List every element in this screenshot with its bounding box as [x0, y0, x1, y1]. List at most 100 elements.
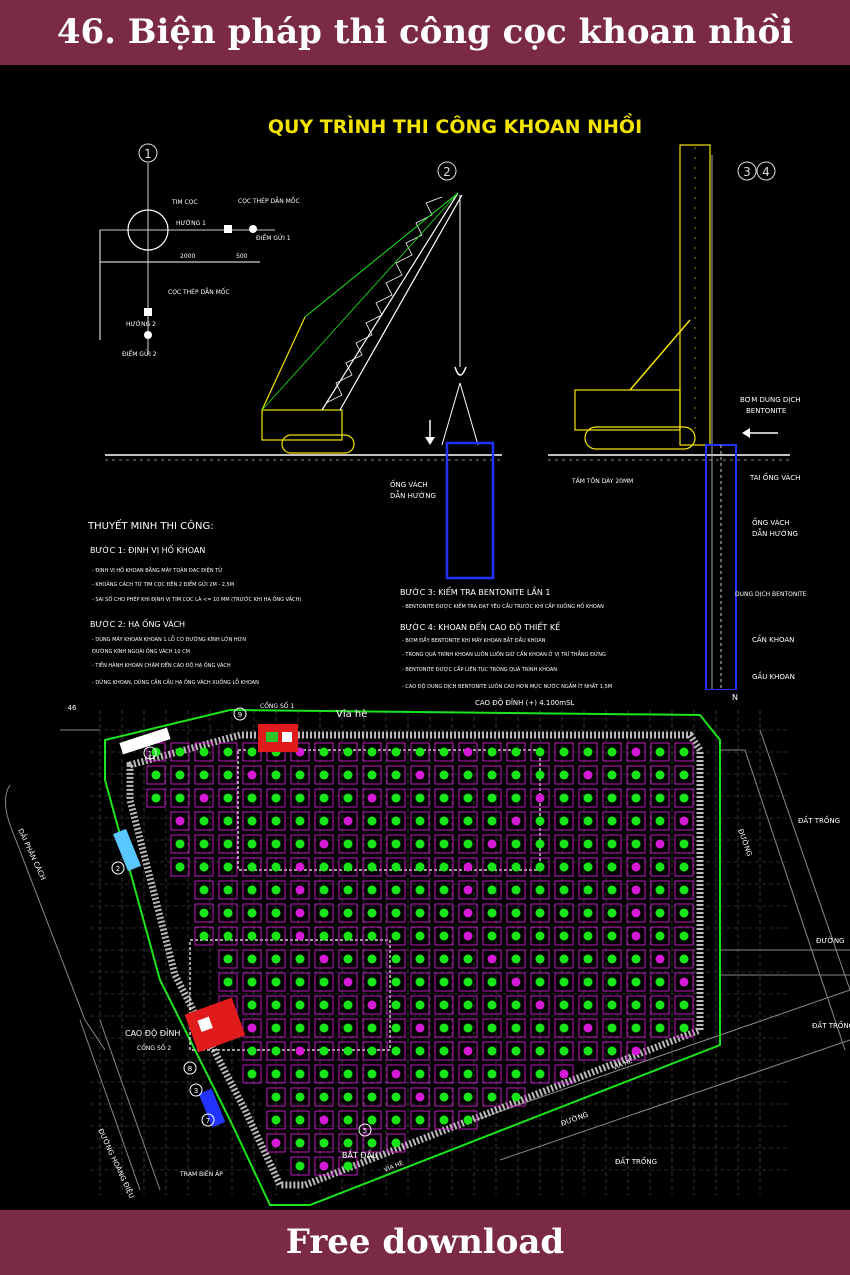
- pile: [362, 765, 382, 785]
- pile: [290, 995, 310, 1015]
- pile: [626, 834, 646, 854]
- site-boundary: [104, 708, 721, 1206]
- svg-text:BƯỚC 3: KIỂM TRA BENTONITE LẦN: BƯỚC 3: KIỂM TRA BENTONITE LẦN 1: [400, 585, 550, 597]
- pile: [554, 949, 574, 969]
- site-plan-panel: 1 2 3 5 7 8 9 46 Vỉa hè CỔNG SỐ 1 CAO ĐỘ…: [0, 690, 850, 1210]
- pile: [626, 811, 646, 831]
- pile: [482, 857, 502, 877]
- pile: [386, 995, 406, 1015]
- pile: [410, 926, 430, 946]
- pile: [170, 811, 190, 831]
- pile: [674, 765, 694, 785]
- pile: [242, 811, 262, 831]
- site-plan-svg: 1 2 3 5 7 8 9 46 Vỉa hè CỔNG SỐ 1 CAO ĐỘ…: [5, 693, 850, 1206]
- pile: [242, 995, 262, 1015]
- svg-text:3: 3: [743, 165, 751, 179]
- pile: [482, 742, 502, 762]
- pile: [362, 1087, 382, 1107]
- svg-text:46: 46: [68, 704, 77, 712]
- pile: [506, 1064, 526, 1084]
- pile: [218, 857, 238, 877]
- svg-text:BƯỚC 1: ĐỊNH VỊ HỐ KHOAN: BƯỚC 1: ĐỊNH VỊ HỐ KHOAN: [90, 543, 205, 556]
- pile: [242, 765, 262, 785]
- svg-text:BƯỚC 4: KHOAN ĐẾN CAO ĐỘ THIẾT: BƯỚC 4: KHOAN ĐẾN CAO ĐỘ THIẾT KẾ: [400, 621, 561, 632]
- pile: [530, 949, 550, 969]
- pile: [530, 742, 550, 762]
- pile: [338, 788, 358, 808]
- pile: [554, 1064, 574, 1084]
- pile: [410, 1041, 430, 1061]
- pile: [386, 1133, 406, 1153]
- svg-text:- KHOẢNG CÁCH TỪ TIM CỌC ĐẾN 2: - KHOẢNG CÁCH TỪ TIM CỌC ĐẾN 2 ĐIỂM GỬI …: [92, 580, 234, 588]
- pile: [290, 880, 310, 900]
- svg-text:CỔNG SỐ 2: CỔNG SỐ 2: [137, 1044, 171, 1052]
- pile: [338, 1110, 358, 1130]
- pile: [386, 1041, 406, 1061]
- pile: [314, 857, 334, 877]
- pile: [602, 857, 622, 877]
- svg-text:GẦU KHOAN: GẦU KHOAN: [752, 671, 795, 681]
- pile: [194, 811, 214, 831]
- pile: [530, 903, 550, 923]
- pile: [266, 1018, 286, 1038]
- svg-text:DẪN HƯỚNG: DẪN HƯỚNG: [752, 528, 798, 538]
- pile: [410, 765, 430, 785]
- pile: [314, 1064, 334, 1084]
- pile: [362, 742, 382, 762]
- svg-text:Vỉa hè: Vỉa hè: [336, 708, 367, 720]
- pile: [530, 1041, 550, 1061]
- pile: [554, 788, 574, 808]
- free-download-button[interactable]: Free download: [0, 1210, 850, 1275]
- drilling-rig: [574, 144, 778, 691]
- pile: [386, 972, 406, 992]
- pile: [290, 972, 310, 992]
- pile: [650, 834, 670, 854]
- pile: [674, 742, 694, 762]
- pile: [434, 995, 454, 1015]
- svg-text:1: 1: [144, 147, 152, 161]
- pile: [458, 834, 478, 854]
- pile: [338, 811, 358, 831]
- pile: [482, 834, 502, 854]
- pile: [362, 1064, 382, 1084]
- ground-line: [105, 454, 790, 461]
- pile: [434, 972, 454, 992]
- pile: [314, 1041, 334, 1061]
- pile: [506, 949, 526, 969]
- pile: [458, 926, 478, 946]
- svg-text:- DÙNG MÁY KHOAN KHOAN 1 LỖ CÓ: - DÙNG MÁY KHOAN KHOAN 1 LỖ CÓ ĐƯỜNG KÍN…: [92, 635, 246, 643]
- pile: [290, 926, 310, 946]
- pile: [338, 1018, 358, 1038]
- svg-text:BẮT ĐẦU: BẮT ĐẦU: [342, 1148, 378, 1160]
- pile: [242, 1018, 262, 1038]
- pile: [506, 857, 526, 877]
- pile: [410, 788, 430, 808]
- pile: [578, 788, 598, 808]
- pile: [266, 880, 286, 900]
- pile: [650, 995, 670, 1015]
- pile: [626, 926, 646, 946]
- pile: [578, 811, 598, 831]
- pile: [314, 926, 334, 946]
- pile: [386, 1018, 406, 1038]
- pile: [458, 903, 478, 923]
- pile: [578, 834, 598, 854]
- guide-casing: ỐNG VÁCH DẪN HƯỚNG: [390, 382, 495, 580]
- crawler-crane: [261, 192, 467, 454]
- pile: [578, 1018, 598, 1038]
- svg-text:TẤM TÔN DÀY 20MM: TẤM TÔN DÀY 20MM: [571, 477, 633, 485]
- pile-layout: [146, 742, 694, 1176]
- pile: [530, 926, 550, 946]
- pile: [338, 765, 358, 785]
- pile: [458, 949, 478, 969]
- pile: [578, 857, 598, 877]
- pile: [290, 1041, 310, 1061]
- pile: [482, 972, 502, 992]
- pile: [530, 1064, 550, 1084]
- pile: [314, 949, 334, 969]
- pile: [386, 1064, 406, 1084]
- svg-text:ĐƯỜNG: ĐƯỜNG: [816, 936, 844, 945]
- pile-positioning-sketch: TIM CỌC CỌC THÉP DẪN MỐC HƯỚNG 1 ĐIỂM GỬ…: [99, 163, 300, 358]
- pile: [386, 765, 406, 785]
- pile: [554, 834, 574, 854]
